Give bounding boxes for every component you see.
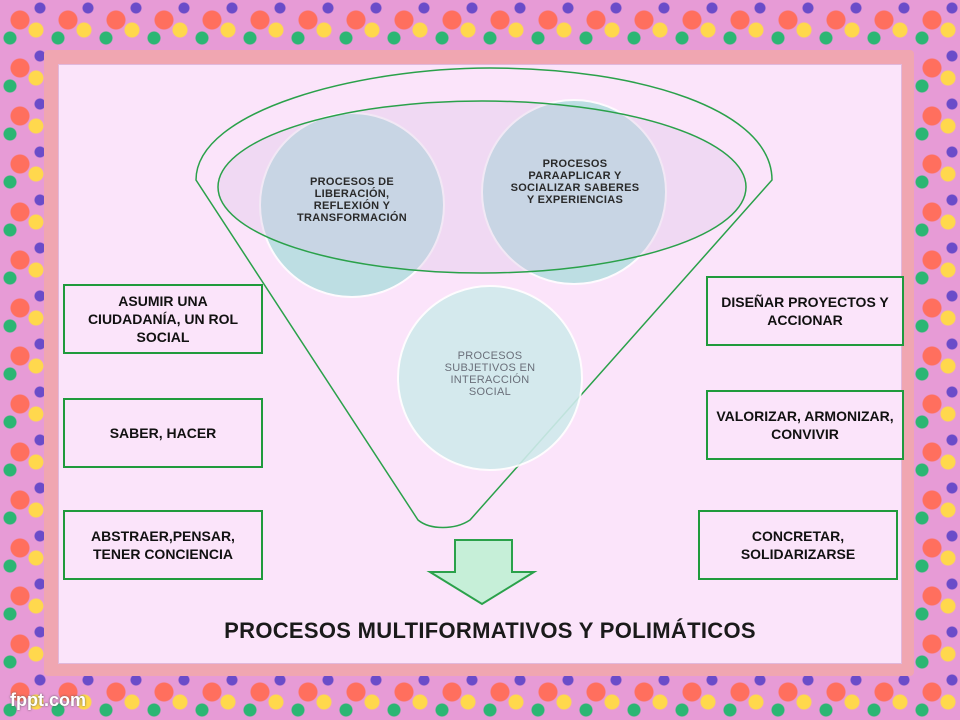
right-box-disenar: DISEÑAR PROYECTOS Y ACCIONAR bbox=[706, 276, 904, 346]
circle-aplicar bbox=[481, 99, 667, 285]
page-title: PROCESOS MULTIFORMATIVOS Y POLIMÁTICOS bbox=[224, 618, 756, 643]
right-box-valorizar: VALORIZAR, ARMONIZAR, CONVIVIR bbox=[706, 390, 904, 460]
left-box-abstraer: ABSTRAER,PENSAR, TENER CONCIENCIA bbox=[63, 510, 263, 580]
left-box-saber-hacer: SABER, HACER bbox=[63, 398, 263, 468]
funnel-top-ellipse bbox=[217, 100, 747, 274]
circle-subjetivos-label: PROCESOS SUBJETIVOS EN INTERACCIÓN SOCIA… bbox=[444, 350, 536, 398]
circle-liberacion-label: PROCESOS DE LIBERACIÓN, REFLEXIÓN Y TRAN… bbox=[297, 176, 407, 224]
right-box-concretar: CONCRETAR, SOLIDARIZARSE bbox=[698, 510, 898, 580]
watermark-logo: fppt.com bbox=[10, 690, 86, 710]
funnel-outline bbox=[195, 67, 773, 529]
circle-aplicar-label: PROCESOS PARAAPLICAR Y SOCIALIZAR SABERE… bbox=[510, 158, 640, 206]
down-arrow bbox=[426, 539, 538, 606]
left-box-ciudadania: ASUMIR UNA CIUDADANÍA, UN ROL SOCIAL bbox=[63, 284, 263, 354]
circle-subjetivos bbox=[397, 285, 583, 471]
